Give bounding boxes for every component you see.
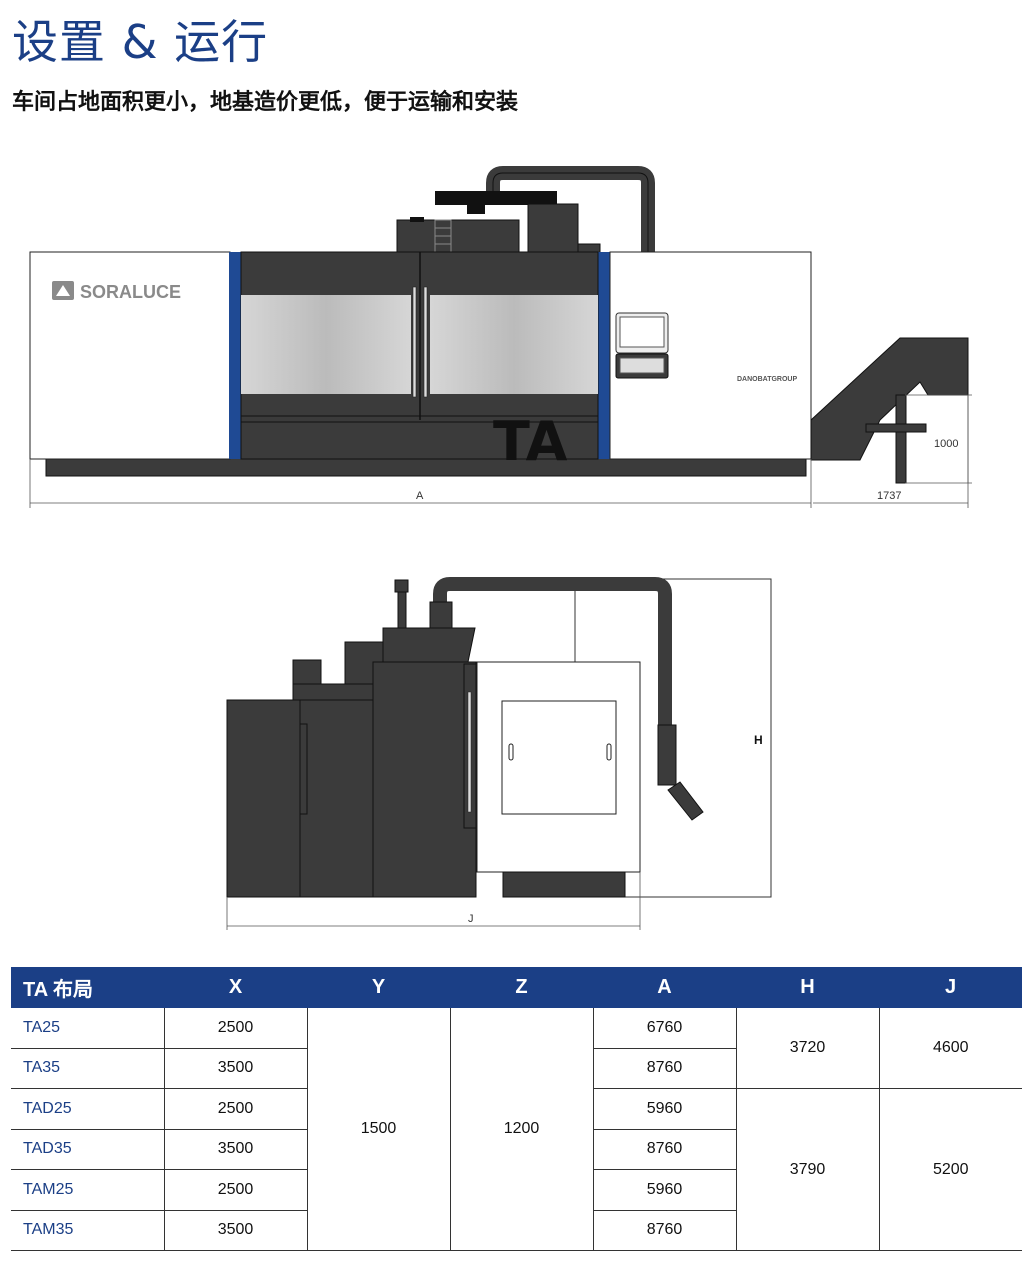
table-row: TA35 3500 8760 xyxy=(11,1048,1022,1089)
control-panel xyxy=(615,312,669,379)
model-cell: TA25 xyxy=(11,1008,164,1049)
x-cell: 3500 xyxy=(163,1210,307,1251)
header-y: Y xyxy=(307,967,450,1008)
dim-1737-label: 1737 xyxy=(877,490,901,502)
head-housing xyxy=(396,219,520,253)
front-view-drawing: SORALUCE TA DANOBATGROUP A 1737 xyxy=(29,166,972,508)
svg-text:SORALUCE: SORALUCE xyxy=(80,282,181,302)
a-cell: 8760 xyxy=(592,1129,736,1170)
z-cell: 1200 xyxy=(449,1008,593,1251)
dimension-lines xyxy=(29,394,972,508)
door-window-left xyxy=(241,295,411,394)
header-j: J xyxy=(879,967,1022,1008)
h-cell: 3720 xyxy=(735,1008,879,1089)
a-cell: 8760 xyxy=(592,1210,736,1251)
header-z: Z xyxy=(450,967,593,1008)
x-cell: 3500 xyxy=(163,1048,307,1089)
page-title: 设置 & 运行 xyxy=(12,15,269,69)
header-a: A xyxy=(593,967,736,1008)
door-handle-left xyxy=(412,286,417,398)
side-cable-duct xyxy=(433,577,672,725)
a-cell: 8760 xyxy=(592,1048,736,1089)
side-view-drawing: J H xyxy=(226,577,772,930)
a-cell: 6760 xyxy=(592,1008,736,1049)
j-cell: 4600 xyxy=(878,1008,1022,1089)
model-cell: TAD35 xyxy=(11,1129,164,1170)
dim-1000-label: 1000 xyxy=(934,438,958,450)
model-cell: TAD25 xyxy=(11,1088,164,1130)
header-layout: TA 布局 xyxy=(11,967,164,1008)
table-row: TAM25 2500 5960 xyxy=(11,1169,1022,1211)
header-h: H xyxy=(736,967,879,1008)
dim-a-label: A xyxy=(416,490,424,502)
a-cell: 5960 xyxy=(592,1169,736,1211)
model-cell: TA35 xyxy=(11,1048,164,1089)
x-cell: 2500 xyxy=(163,1169,307,1211)
dim-j-label: J xyxy=(468,913,474,925)
table-row: TAD25 2500 5960 3790 5200 xyxy=(11,1088,1022,1251)
top-beam xyxy=(435,191,557,205)
x-cell: 2500 xyxy=(163,1088,307,1130)
door-window-right xyxy=(430,295,598,394)
side-body-rear xyxy=(226,699,303,898)
x-cell: 2500 xyxy=(163,1008,307,1049)
blue-post-left xyxy=(229,252,241,459)
table-row: TAD35 3500 8760 xyxy=(11,1129,1022,1170)
side-body-column xyxy=(372,661,477,898)
chip-conveyor xyxy=(810,337,969,461)
blue-post-right xyxy=(598,252,610,459)
side-window xyxy=(501,700,617,815)
model-cell: TAM35 xyxy=(11,1210,164,1251)
j-cell: 5200 xyxy=(878,1088,1022,1251)
a-cell: 5960 xyxy=(592,1088,736,1130)
model-cell: TAM25 xyxy=(11,1169,164,1211)
table-row: TAM35 3500 8760 xyxy=(11,1210,1022,1251)
side-pendant xyxy=(657,724,677,786)
soraluce-logo: SORALUCE xyxy=(52,281,181,302)
header-x: X xyxy=(164,967,307,1008)
layout-spec-table: TA 布局 X Y Z A H J TA25 2500 1500 1200 67… xyxy=(11,967,1022,1251)
y-cell: 1500 xyxy=(306,1008,450,1251)
danobatgroup-logo: DANOBATGROUP xyxy=(737,376,797,383)
table-header-row: TA 布局 X Y Z A H J xyxy=(11,967,1022,1008)
dim-h-label: H xyxy=(754,733,763,747)
x-cell: 3500 xyxy=(163,1129,307,1170)
door-handle-right xyxy=(423,286,428,398)
page-subtitle: 车间占地面积更小，地基造价更低，便于运输和安装 xyxy=(12,90,519,115)
spindle-motor xyxy=(527,203,579,255)
ta-badge: TA xyxy=(493,410,568,473)
h-cell: 3790 xyxy=(735,1088,879,1251)
table-row: TA25 2500 1500 1200 6760 3720 4600 xyxy=(11,1008,1022,1251)
